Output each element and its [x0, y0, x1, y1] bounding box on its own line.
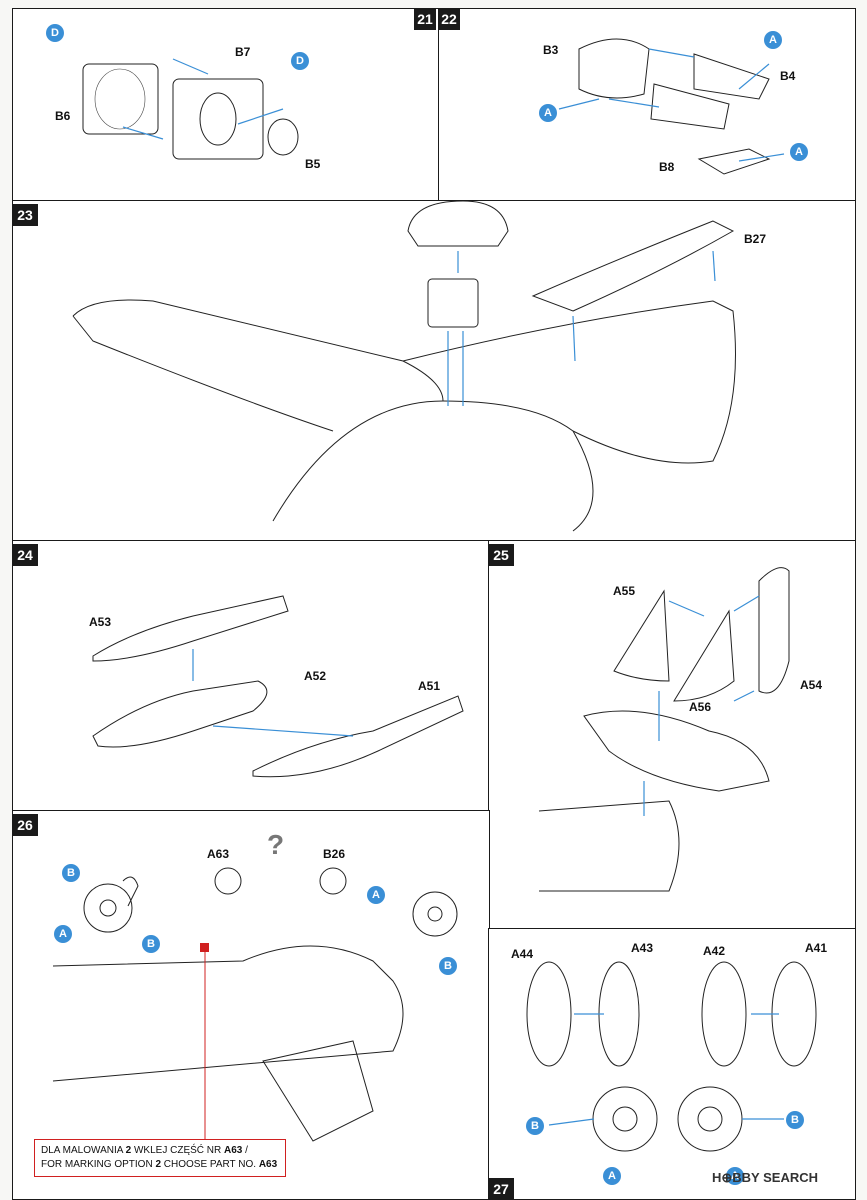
marker-square [200, 943, 209, 952]
part-label-a43: A43 [631, 941, 654, 955]
step-21-drawing [82, 58, 299, 160]
badge-b: B [142, 935, 160, 953]
note-line-1: DLA MALOWANIA 2 WKLEJ CZĘŚĆ NR A63 / [41, 1144, 279, 1158]
note-line-2: FOR MARKING OPTION 2 CHOOSE PART NO. A63 [41, 1158, 279, 1172]
step-26-drawing [52, 867, 458, 1142]
panel-step-23: B27 [12, 200, 856, 542]
step-24-drawing [92, 595, 464, 778]
panel-step-27: A44 A43 A42 A41 B B A A [488, 928, 856, 1200]
part-label-b26: B26 [323, 847, 346, 861]
badge-a: A [603, 1167, 621, 1185]
note-text: CHOOSE PART NO. [161, 1159, 259, 1170]
part-label-a54: A54 [800, 678, 823, 692]
badge-a: A [726, 1167, 744, 1185]
part-label-a53: A53 [89, 615, 112, 629]
step-number-22: 22 [438, 8, 460, 30]
badge-a: A [54, 925, 72, 943]
part-label-b4: B4 [780, 69, 796, 83]
part-label-b8: B8 [659, 160, 675, 174]
note-text: FOR MARKING OPTION [41, 1159, 156, 1170]
note-text: / [242, 1145, 248, 1156]
part-label-b7: B7 [235, 45, 251, 59]
badge-d: D [291, 52, 309, 70]
panel-step-25: A55 A54 A56 [488, 540, 856, 930]
badge-b: B [62, 864, 80, 882]
part-label-a56: A56 [689, 700, 712, 714]
part-label-b5: B5 [305, 157, 321, 171]
badge-a: A [367, 886, 385, 904]
step-number-21: 21 [414, 8, 436, 30]
marking-option-note: DLA MALOWANIA 2 WKLEJ CZĘŚĆ NR A63 / FOR… [34, 1139, 286, 1177]
panel-step-26: B A B A B A63 B26 ? DLA MALOWANIA 2 WKLE… [12, 810, 490, 1200]
part-label-b27: B27 [744, 232, 767, 246]
question-mark: ? [267, 829, 285, 860]
watermark-text: H⊕BBY SEARCH [712, 1170, 818, 1185]
note-option-number: 2 [125, 1145, 132, 1156]
part-label-b3: B3 [543, 43, 559, 57]
badge-b: B [526, 1117, 544, 1135]
part-label-a51: A51 [418, 679, 441, 693]
badge-d: D [46, 24, 64, 42]
panel-step-24: A53 A52 A51 [12, 540, 490, 812]
part-label-b6: B6 [55, 109, 71, 123]
step-number-26: 26 [12, 814, 38, 836]
part-label-a52: A52 [304, 669, 327, 683]
step-number-25: 25 [488, 544, 514, 566]
step-number-24: 24 [12, 544, 38, 566]
badge-a: A [539, 104, 557, 122]
part-label-a42: A42 [703, 944, 726, 958]
badge-a: A [764, 31, 782, 49]
badge-a: A [790, 143, 808, 161]
part-label-a44: A44 [511, 947, 534, 961]
note-text: WKLEJ CZĘŚĆ NR [131, 1145, 225, 1156]
note-text: DLA MALOWANIA [41, 1145, 126, 1156]
panel-step-22: A A A B3 B4 B8 [438, 8, 856, 202]
part-label-a41: A41 [805, 941, 828, 955]
panel-step-21: D D B7 B6 B5 [12, 8, 440, 202]
step-number-27: 27 [488, 1178, 514, 1200]
note-option-number: 2 [155, 1159, 162, 1170]
part-label-a63: A63 [207, 847, 230, 861]
step-22-drawing [558, 38, 785, 175]
note-part-number: A63 [224, 1145, 243, 1156]
step-23-drawing [72, 201, 736, 532]
badge-b: B [439, 957, 457, 975]
step-number-23: 23 [12, 204, 38, 226]
step-25-drawing [538, 567, 790, 892]
note-part-number: A63 [258, 1159, 278, 1170]
step-27-drawing [526, 961, 817, 1152]
part-label-a55: A55 [613, 584, 636, 598]
badge-b: B [786, 1111, 804, 1129]
